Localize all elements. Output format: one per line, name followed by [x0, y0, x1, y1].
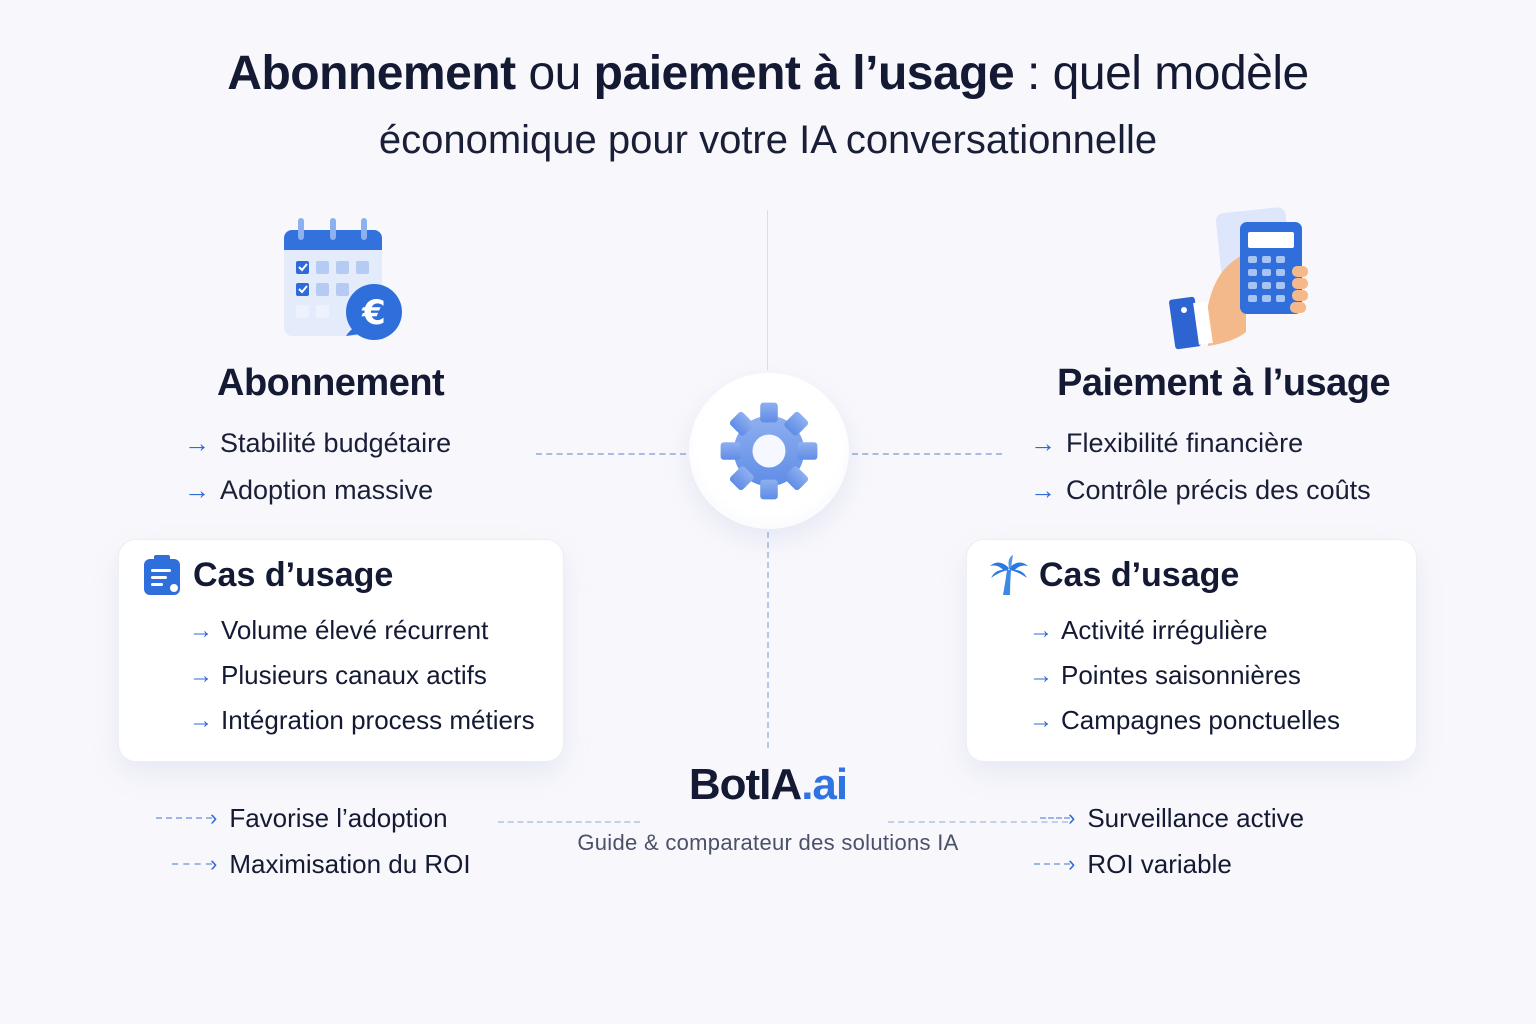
use-case-label: Intégration process métiers — [221, 705, 535, 735]
subscription-note: › Favorise l’adoption — [156, 802, 448, 834]
payg-note: › ROI variable — [1034, 848, 1232, 880]
payg-use-cases-card: Cas d’usage → Activité irrégulière → Poi… — [966, 539, 1417, 762]
card-title: Cas d’usage — [193, 556, 394, 594]
brand-connector-left — [498, 821, 640, 823]
arrow-icon: → — [189, 662, 213, 689]
list-item: → Pointes saisonnières — [1029, 653, 1340, 698]
use-case-list: → Activité irrégulière → Pointes saisonn… — [1029, 608, 1340, 743]
subscription-benefit: → Stabilité budgétaire — [184, 426, 451, 460]
connector-right — [852, 453, 1002, 455]
payg-benefit: → Contrôle précis des coûts — [1030, 473, 1371, 507]
benefit-label: Flexibilité financière — [1066, 428, 1304, 458]
brand-connector-right — [888, 821, 1068, 823]
calendar-euro-icon: € — [284, 218, 402, 340]
brand-suffix: .ai — [801, 760, 848, 809]
payg-illustration — [1168, 206, 1314, 352]
use-case-list: → Volume élevé récurrent → Plusieurs can… — [189, 608, 535, 743]
title-payg: paiement à l’usage — [593, 47, 1015, 100]
dashed-arrow-icon: › — [1034, 853, 1075, 875]
list-item: → Intégration process métiers — [189, 698, 535, 743]
subscription-heading: Abonnement — [217, 362, 445, 404]
gear-icon — [720, 402, 818, 500]
brand-name: BotIA — [688, 760, 802, 809]
dashed-arrow-icon: › — [172, 853, 217, 875]
card-title: Cas d’usage — [1039, 556, 1240, 594]
use-case-label: Plusieurs canaux actifs — [221, 660, 487, 690]
list-item: → Activité irrégulière — [1029, 608, 1340, 653]
center-divider-top — [767, 210, 768, 370]
center-gear-badge — [689, 373, 849, 529]
subscription-use-cases-card: Cas d’usage → Volume élevé récurrent → P… — [118, 539, 564, 762]
center-divider-bottom — [767, 532, 769, 748]
arrow-icon: → — [184, 475, 210, 505]
arrow-icon: → — [1029, 662, 1053, 689]
benefit-label: Stabilité budgétaire — [220, 428, 452, 458]
use-case-label: Pointes saisonnières — [1061, 660, 1301, 690]
brand-tagline: Guide & comparateur des solutions IA — [577, 830, 959, 855]
list-item: → Campagnes ponctuelles — [1029, 698, 1340, 743]
payg-note: › Surveillance active — [1040, 802, 1304, 834]
dashed-arrow-icon: › — [1040, 807, 1075, 829]
arrow-icon: → — [1029, 617, 1053, 644]
use-case-label: Campagnes ponctuelles — [1061, 705, 1340, 735]
benefit-label: Adoption massive — [220, 475, 434, 505]
dashed-arrow-icon: › — [156, 807, 217, 829]
payg-benefit: → Flexibilité financière — [1030, 426, 1303, 460]
arrow-icon: → — [189, 707, 213, 734]
arrow-icon: → — [1029, 707, 1053, 734]
subscription-note: › Maximisation du ROI — [172, 848, 471, 880]
connector-left — [536, 453, 686, 455]
svg-text:€: € — [361, 293, 386, 333]
use-case-label: Volume élevé récurrent — [221, 615, 489, 645]
page-title: Abonnement ou paiement à l’usage : quel … — [0, 44, 1536, 104]
title-or: ou — [515, 47, 594, 100]
list-item: → Volume élevé récurrent — [189, 608, 535, 653]
card-header: Cas d’usage — [989, 554, 1239, 596]
list-item: → Plusieurs canaux actifs — [189, 653, 535, 698]
arrow-icon: → — [1030, 475, 1056, 505]
page-subtitle: économique pour votre IA conversationnel… — [378, 118, 1158, 162]
brand-logo: BotIA.ai — [0, 760, 1536, 810]
payg-heading: Paiement à l’usage — [1057, 362, 1391, 404]
title-subscription: Abonnement — [227, 47, 516, 100]
subscription-illustration: € — [282, 216, 406, 340]
title-question: : quel modèle — [1014, 47, 1309, 100]
arrow-icon: → — [184, 428, 210, 458]
arrow-icon: → — [1030, 428, 1056, 458]
clipboard-icon — [144, 555, 180, 595]
note-label: Maximisation du ROI — [229, 849, 471, 879]
note-label: ROI variable — [1087, 849, 1232, 879]
benefit-label: Contrôle précis des coûts — [1066, 475, 1371, 505]
card-header: Cas d’usage — [143, 554, 393, 596]
note-label: Favorise l’adoption — [229, 803, 448, 833]
palm-tree-icon — [990, 555, 1028, 595]
use-case-label: Activité irrégulière — [1061, 615, 1268, 645]
note-label: Surveillance active — [1087, 803, 1305, 833]
subscription-benefit: → Adoption massive — [184, 473, 433, 507]
arrow-icon: → — [189, 617, 213, 644]
hand-calculator-icon — [1169, 207, 1308, 350]
